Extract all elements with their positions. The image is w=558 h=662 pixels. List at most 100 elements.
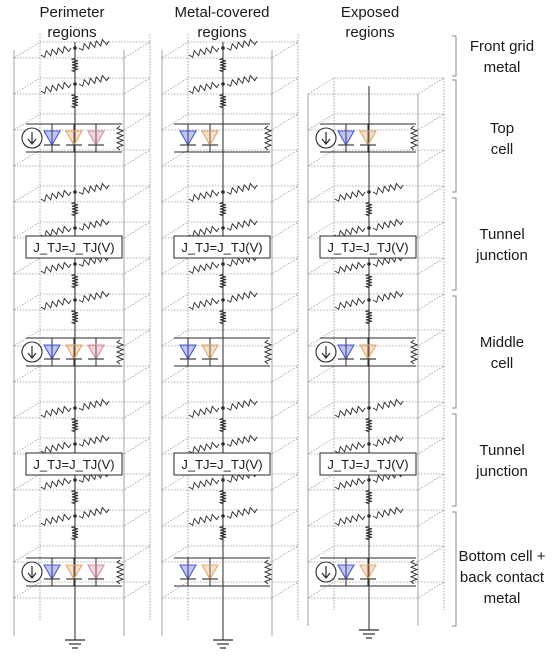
lateral-resistor	[40, 189, 72, 202]
lateral-resistor	[188, 261, 220, 274]
lateral-resistor	[334, 261, 366, 274]
diode-icon	[87, 130, 105, 147]
layer-plane	[12, 113, 152, 131]
layer-plane	[306, 509, 446, 527]
diode-icon	[65, 564, 83, 581]
vertical-resistor	[218, 201, 227, 217]
lateral-resistor	[372, 506, 404, 519]
tunnel-junction-box	[319, 452, 417, 476]
vertical-resistor	[218, 93, 227, 109]
layer-plane	[12, 545, 152, 563]
tunnel-junction-label: J_TJ=J_TJ(V)	[33, 457, 114, 472]
layer-bracket	[452, 35, 457, 77]
node-dot	[367, 514, 371, 518]
layer-plane	[160, 401, 300, 419]
layer-plane	[12, 473, 152, 491]
arrow-down-icon	[27, 346, 37, 359]
tunnel-junction-box	[319, 235, 417, 259]
lateral-resistor	[226, 74, 258, 87]
layer-plane	[12, 149, 152, 167]
cell-block	[174, 557, 273, 587]
layer-plane	[306, 581, 446, 599]
arrow-down-icon	[321, 566, 331, 579]
label-middle-cell: Middle cell	[479, 334, 525, 372]
node-dot	[367, 190, 371, 194]
node-dot	[73, 298, 77, 302]
layer-plane	[12, 365, 152, 383]
lateral-resistor	[372, 218, 404, 231]
node-dot	[221, 190, 225, 194]
tunnel-junction-box	[173, 452, 271, 476]
shunt-resistor-icon	[409, 339, 419, 365]
diode-icon	[201, 130, 219, 147]
column-metal-covered: J_TJ=J_TJ(V)J_TJ=J_TJ(V)	[160, 34, 300, 649]
column-heading-exposed: Exposed regions	[340, 4, 400, 41]
diode-icon	[43, 344, 61, 361]
lateral-resistor	[188, 513, 220, 526]
lateral-resistor	[78, 290, 110, 303]
vertical-resistor	[70, 489, 79, 505]
layer-plane	[160, 149, 300, 167]
lateral-resistor	[334, 297, 366, 310]
lateral-resistor	[334, 477, 366, 490]
diode-icon	[179, 130, 197, 147]
diode-icon	[359, 344, 377, 361]
vertical-resistor	[70, 525, 79, 541]
layer-plane	[12, 293, 152, 311]
arrow-down-icon	[27, 566, 37, 579]
node-dot	[73, 406, 77, 410]
lateral-resistor	[78, 182, 110, 195]
lateral-resistor	[226, 182, 258, 195]
shunt-resistor-icon	[409, 125, 419, 151]
node-dot	[73, 190, 77, 194]
layer-plane	[306, 149, 446, 167]
tunnel-junction-box	[25, 235, 123, 259]
node-dot	[73, 82, 77, 86]
node-dot	[221, 514, 225, 518]
vertical-resistor	[364, 309, 373, 325]
layer-plane	[306, 77, 446, 95]
lateral-resistor	[78, 74, 110, 87]
diode-icon	[179, 344, 197, 361]
vertical-resistor	[364, 525, 373, 541]
node-dot	[73, 478, 77, 482]
node-dot	[73, 262, 77, 266]
lateral-resistor	[226, 290, 258, 303]
tunnel-junction-label: J_TJ=J_TJ(V)	[181, 240, 262, 255]
diode-icon	[201, 564, 219, 581]
diode-icon	[87, 344, 105, 361]
lateral-resistor	[78, 38, 110, 51]
cell-block	[315, 557, 419, 587]
tunnel-junction-box	[173, 235, 271, 259]
lateral-resistor	[188, 45, 220, 58]
lateral-resistor	[40, 477, 72, 490]
diode-icon	[65, 130, 83, 147]
label-tunnel-junction-1: Tunnel junction	[476, 226, 528, 264]
lateral-resistor	[226, 218, 258, 231]
vertical-resistor	[364, 489, 373, 505]
lateral-resistor	[40, 297, 72, 310]
node-dot	[367, 262, 371, 266]
lateral-resistor	[40, 45, 72, 58]
layer-plane	[160, 77, 300, 95]
tunnel-junction-box	[25, 452, 123, 476]
vertical-resistor	[218, 57, 227, 73]
node-dot	[221, 226, 225, 230]
layer-plane	[160, 509, 300, 527]
vertical-resistor	[218, 489, 227, 505]
node-dot	[73, 226, 77, 230]
layer-plane	[306, 185, 446, 203]
lateral-resistor	[372, 182, 404, 195]
label-front-grid-metal: Front grid metal	[469, 38, 535, 76]
node-dot	[367, 406, 371, 410]
vertical-resistor	[70, 309, 79, 325]
layer-plane	[160, 257, 300, 275]
cell-block	[174, 123, 273, 153]
node-dot	[221, 262, 225, 266]
arrow-down-icon	[321, 346, 331, 359]
vertical-resistor	[70, 273, 79, 289]
node-dot	[221, 82, 225, 86]
layer-bracket	[452, 79, 457, 193]
cell-block	[315, 123, 419, 153]
